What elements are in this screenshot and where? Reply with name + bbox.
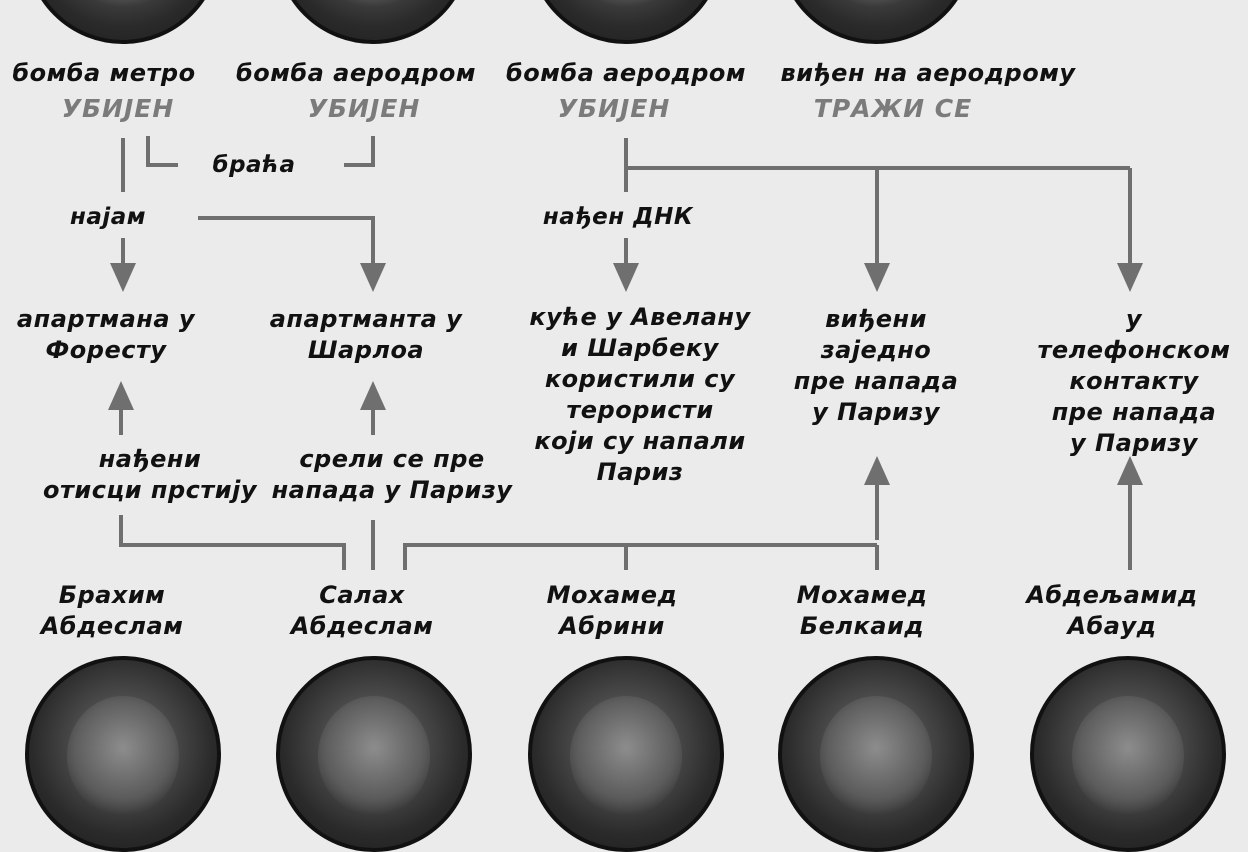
label-brothers: браћа xyxy=(212,152,296,178)
top-status-4: ТРАЖИ СЕ xyxy=(813,94,973,123)
photo-bottom-2 xyxy=(276,656,472,852)
top-event-4: виђен на аеродрому xyxy=(780,59,1076,87)
link-rent-charleroi xyxy=(198,216,375,265)
arrow-up-seen xyxy=(864,456,890,485)
label-met-before: срели се пре напада у Паризу xyxy=(271,445,513,504)
top-status-1: УБИЈЕН xyxy=(61,94,175,123)
name-bottom-1: Брахим Абдеслам xyxy=(40,581,184,640)
top-event-2: бомба аеродром xyxy=(236,59,476,87)
arrow-forest xyxy=(110,263,136,292)
photo-bottom-1 xyxy=(25,656,221,852)
label-fingerprints: нађени отисци прстију xyxy=(43,445,257,504)
photo-bottom-4 xyxy=(778,656,974,852)
arrow-phone xyxy=(1117,263,1143,292)
label-rent: најам xyxy=(69,204,147,230)
finding-seen-together: виђени заједно пре напада у Паризу xyxy=(793,305,959,426)
finding-houses: куће у Авелану и Шарбеку користили су те… xyxy=(529,303,751,486)
top-status-2: УБИЈЕН xyxy=(307,94,421,123)
arrow-seen xyxy=(864,263,890,292)
link-brahim-salah xyxy=(119,515,346,570)
connector-lines xyxy=(108,136,1143,570)
name-bottom-3: Мохамед Абрини xyxy=(546,581,678,640)
photo-bottom-3 xyxy=(528,656,724,852)
top-event-1: бомба метро xyxy=(12,59,196,87)
link-salah-seen xyxy=(403,543,877,570)
arrow-charleroi xyxy=(360,263,386,292)
top-event-3: бомба аеродром xyxy=(506,59,746,87)
name-bottom-5: Абдељамид Абауд xyxy=(1026,581,1198,640)
arrow-houses xyxy=(613,263,639,292)
finding-forest: апартмана у Форесту xyxy=(16,305,196,364)
arrow-up-phone xyxy=(1117,456,1143,485)
top-status-3: УБИЈЕН xyxy=(557,94,671,123)
bracket-brothers-left xyxy=(146,136,178,167)
arrow-up-forest xyxy=(108,381,134,410)
finding-phone-contact: у телефонском контакту пре напада у Пари… xyxy=(1037,305,1231,457)
name-bottom-4: Мохамед Белкаид xyxy=(796,581,928,640)
bracket-brothers-right xyxy=(344,136,375,167)
photo-bottom-5 xyxy=(1030,656,1226,852)
label-dna: нађен ДНК xyxy=(542,204,694,230)
arrow-up-charleroi xyxy=(360,381,386,410)
name-bottom-2: Салах Абдеслам xyxy=(290,581,434,640)
finding-charleroi: апартманта у Шарлоа xyxy=(269,305,463,364)
